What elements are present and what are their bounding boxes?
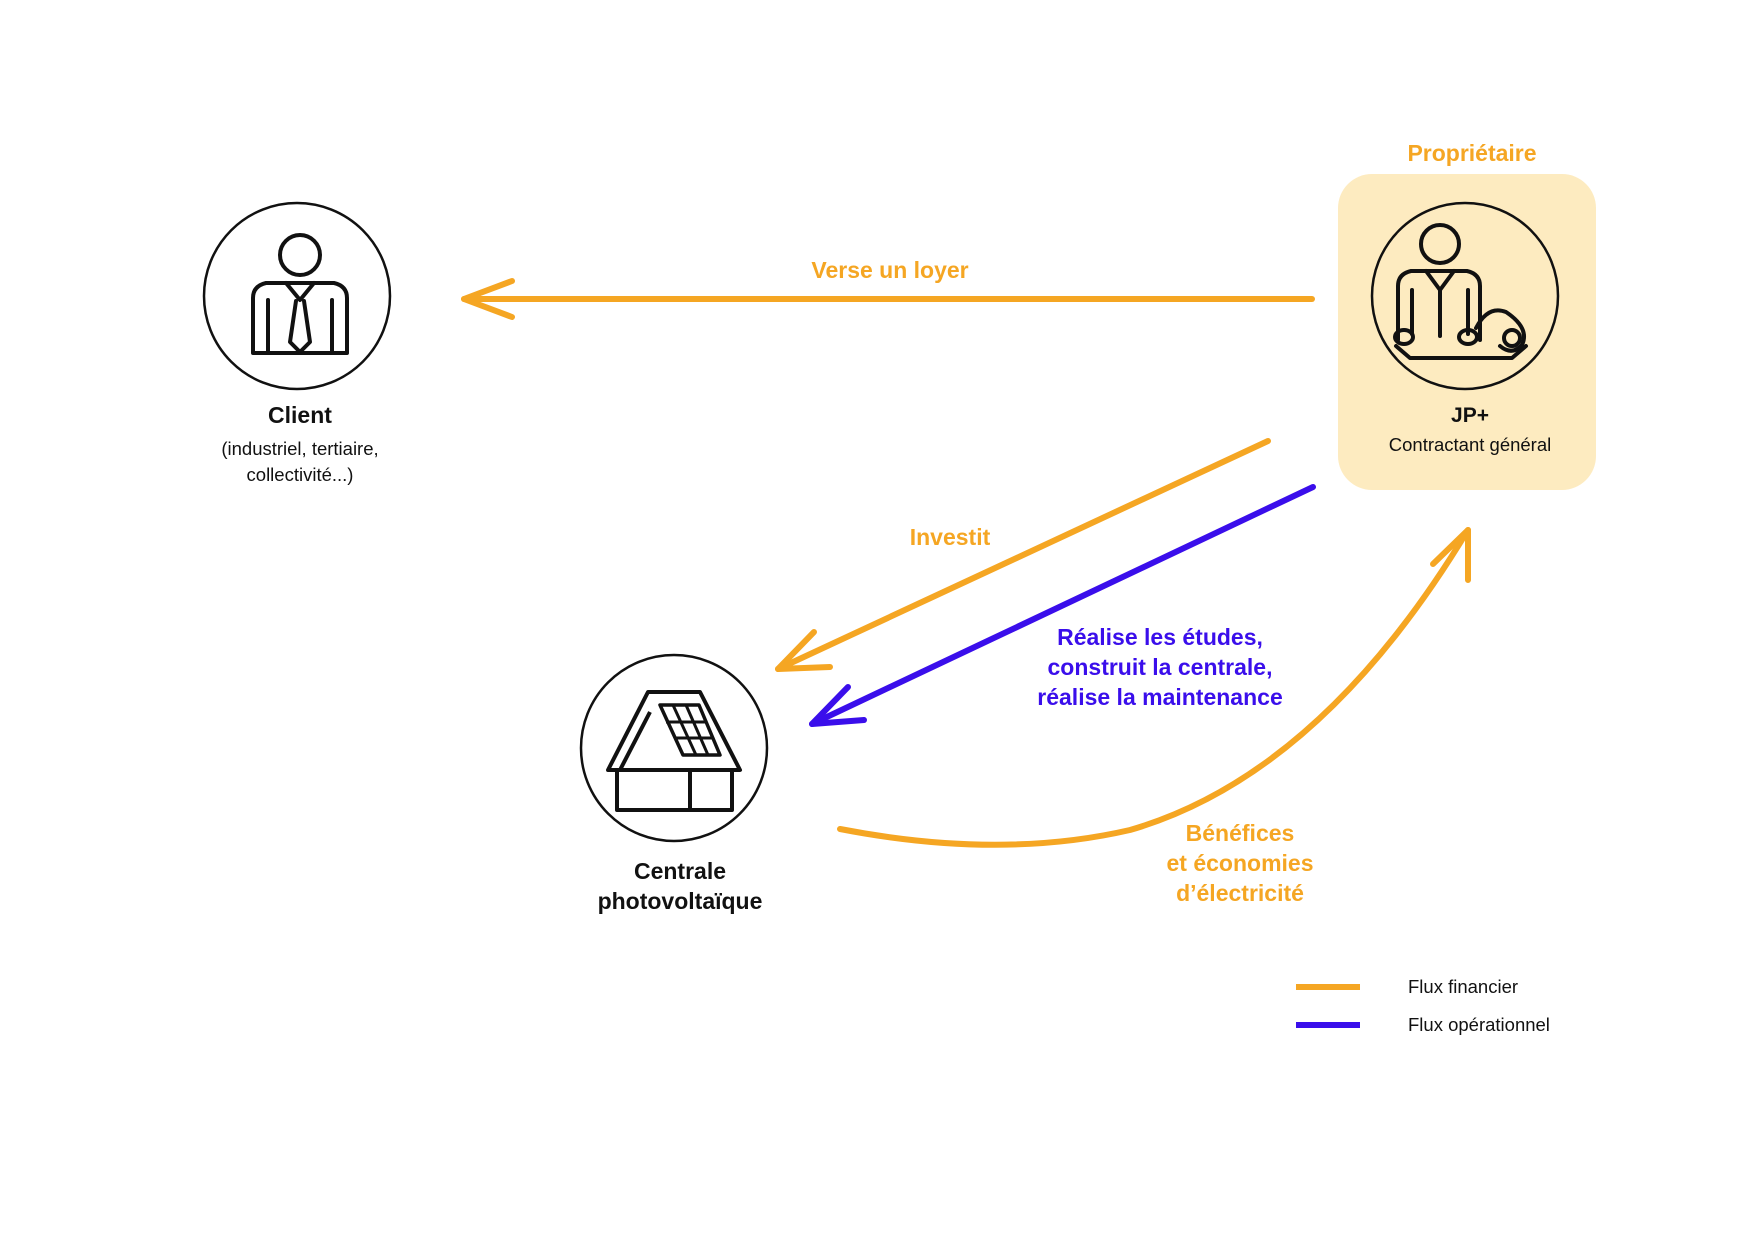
engineer-with-plans-icon bbox=[1393, 223, 1528, 360]
owner-role-label: Propriétaire bbox=[1407, 140, 1537, 166]
jp-node bbox=[1370, 201, 1560, 391]
jp-description: Contractant général bbox=[1388, 434, 1552, 455]
plant-circle bbox=[579, 653, 769, 843]
jp-circle bbox=[1370, 201, 1560, 391]
jp-name: JP+ bbox=[1451, 404, 1489, 427]
businessman-icon bbox=[251, 233, 349, 355]
legend-operational-label: Flux opérationnel bbox=[1408, 1014, 1550, 1035]
invest-flow-label: Investit bbox=[909, 524, 991, 550]
invest-arrow bbox=[775, 438, 1271, 672]
rent-arrow bbox=[461, 278, 1315, 320]
client-node bbox=[202, 201, 392, 391]
operations-arrow bbox=[809, 484, 1316, 727]
benefits-arrow bbox=[837, 527, 1471, 848]
plant-node bbox=[579, 653, 769, 843]
rent-flow-label: Verse un loyer bbox=[811, 257, 969, 283]
client-description: (industriel, tertiaire, collectivité...) bbox=[221, 438, 379, 485]
operations-flow-label: Réalise les études, construit la central… bbox=[1037, 624, 1283, 710]
house-solar-panel-icon bbox=[606, 690, 742, 812]
benefits-flow-label: Bénéfices et économies d’électricité bbox=[1166, 820, 1314, 906]
legend-financial-label: Flux financier bbox=[1408, 976, 1519, 997]
client-name: Client bbox=[268, 402, 332, 428]
plant-name: Centrale photovoltaïque bbox=[597, 858, 763, 914]
